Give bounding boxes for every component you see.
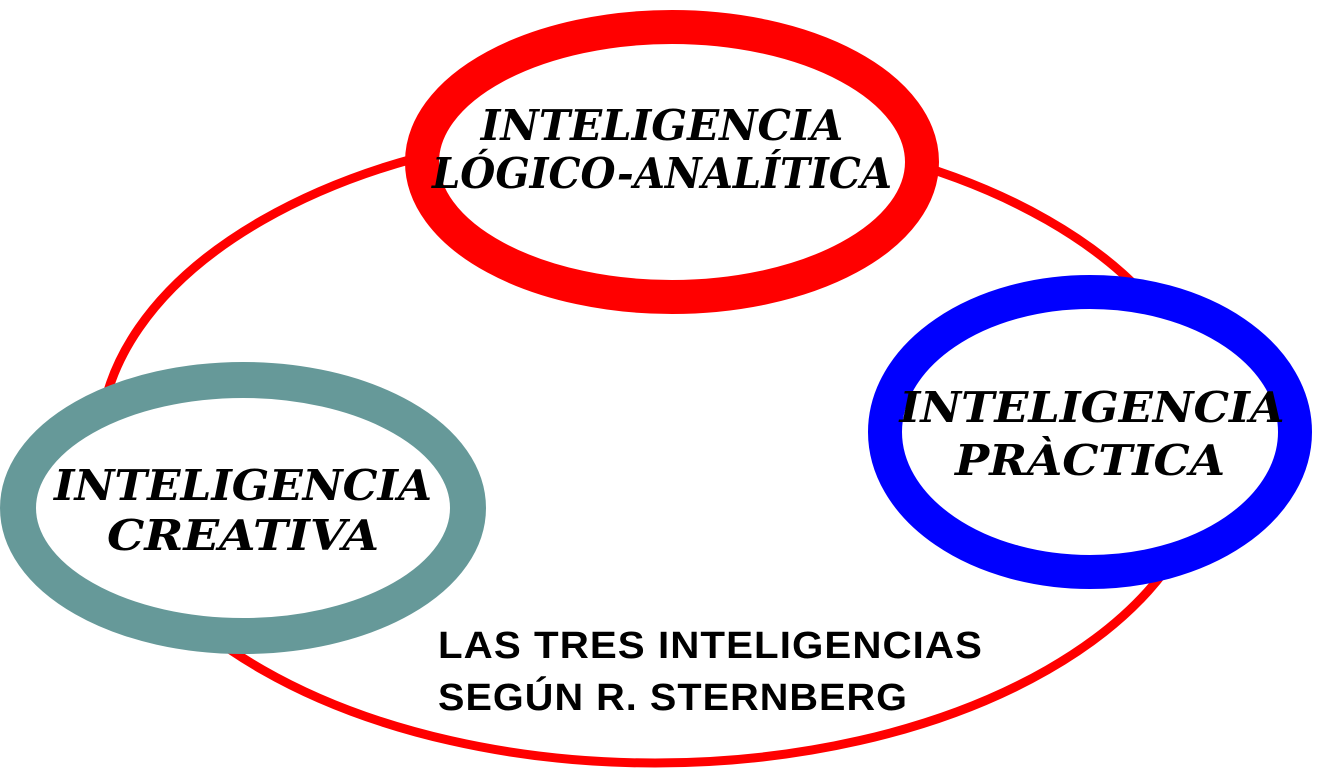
node-logico-analitica: INTELIGENCIA LÓGICO-ANALÍTICA <box>405 10 939 314</box>
logico-label-line1: INTELIGENCIA <box>480 101 843 150</box>
diagram-title: LAS TRES INTELIGENCIAS SEGÚN R. STERNBER… <box>438 625 983 719</box>
creativa-ring <box>0 362 486 654</box>
practica-ring <box>868 275 1312 589</box>
node-creativa: INTELIGENCIA CREATIVA <box>0 362 486 654</box>
logico-label-line2: LÓGICO-ANALÍTICA <box>431 148 892 198</box>
title-line1: LAS TRES INTELIGENCIAS <box>438 625 983 667</box>
title-line2: SEGÚN R. STERNBERG <box>438 675 908 719</box>
logico-ring <box>405 10 939 314</box>
node-practica: INTELIGENCIA PRÀCTICA <box>868 275 1312 589</box>
practica-label-line1: INTELIGENCIA <box>898 383 1284 432</box>
practica-label-line2: PRÀCTICA <box>954 435 1225 485</box>
creativa-label-line2: CREATIVA <box>107 511 379 560</box>
creativa-label-line1: INTELIGENCIA <box>53 461 432 510</box>
